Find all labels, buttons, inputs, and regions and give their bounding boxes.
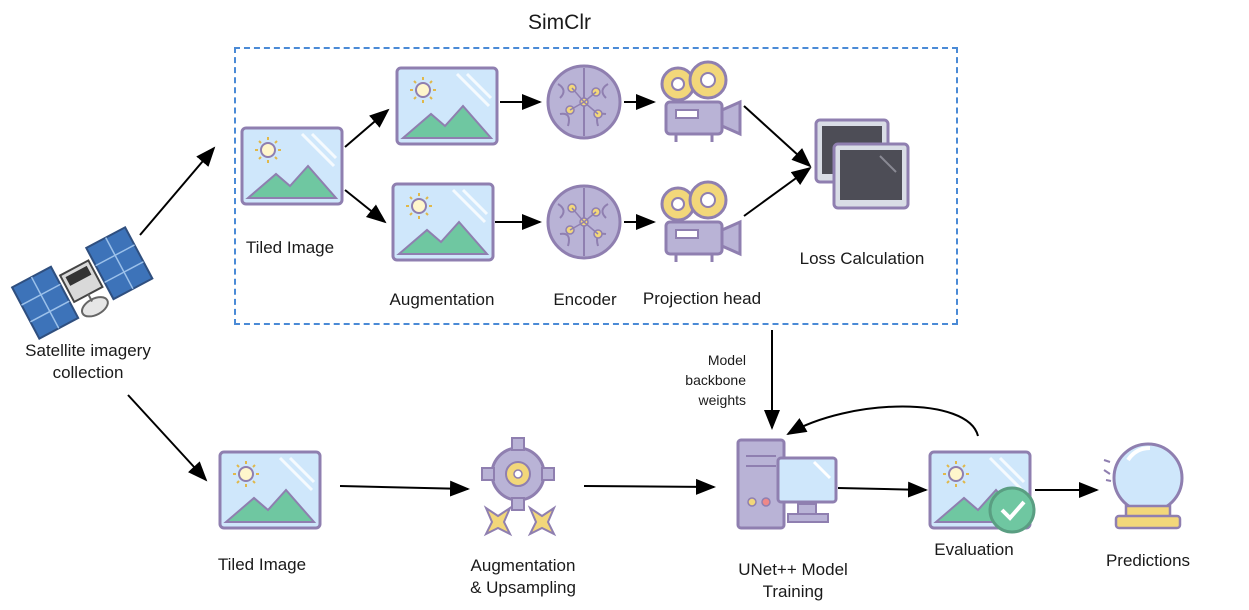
evaluation-label: Evaluation [934,540,1014,559]
predictions-label: Predictions [1105,551,1191,570]
unet-training-label: UNet++ Model Training [718,559,868,603]
encoder-icon-2 [546,184,622,260]
projector-icon-2 [660,180,742,264]
encoder-label: Encoder [553,290,617,309]
tiled-image-bottom-icon [218,450,322,530]
simclr-title: SimClr [528,11,591,34]
aug-upsampling-line2: & Upsampling [470,578,576,597]
aug-upsampling-line1: Augmentation [470,556,576,575]
augmentation-upsampling-label: Augmentation & Upsampling [450,555,596,599]
augmentation-top-icon-1 [395,66,499,146]
weights-note-line1: Model [707,352,746,368]
satellite-icon [10,225,154,340]
satellite-label-line2: collection [52,363,124,382]
tiled-image-top-label: Tiled Image [245,238,335,257]
loss-calculation-label: Loss Calculation [799,249,925,268]
evaluation-icon [928,450,1036,534]
weights-note-line2: backbone [685,372,746,388]
augmentation-upsampling-icon [481,437,557,537]
unet-label-line2: Training [762,582,824,601]
predictions-crystal-ball-icon [1103,442,1184,530]
satellite-label: Satellite imagery collection [0,340,176,384]
projection-head-label: Projection head [642,289,762,308]
tiled-image-top-icon [240,126,344,206]
weights-note-line3: weights [698,392,746,408]
augmentation-top-label: Augmentation [389,290,495,309]
projector-icon-1 [660,60,742,144]
satellite-label-line1: Satellite imagery [25,341,151,360]
augmentation-top-icon-2 [391,182,495,262]
unet-training-computer-icon [736,438,838,530]
loss-icon [814,118,910,210]
encoder-icon-1 [546,64,622,140]
unet-label-line1: UNet++ Model [738,560,848,579]
tiled-image-bottom-label: Tiled Image [217,555,307,574]
simclr-boundary [234,47,958,325]
backbone-weights-note: Model backbone weights [676,350,746,410]
